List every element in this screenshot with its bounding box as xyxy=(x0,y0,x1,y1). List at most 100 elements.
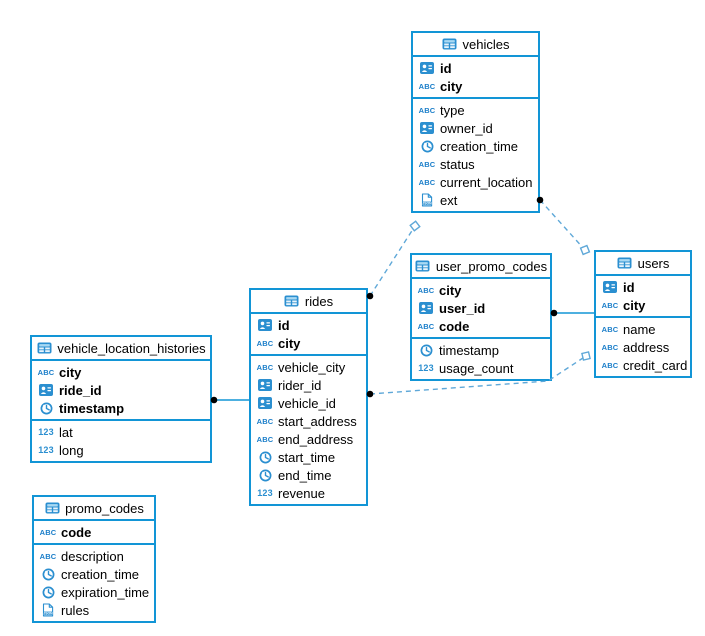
uuid-id-badge-icon xyxy=(257,379,273,391)
column-name: end_address xyxy=(278,431,354,447)
relation-target-diamond xyxy=(581,351,591,361)
column-row-creation_time[interactable]: creation_time xyxy=(34,565,154,583)
table-header-users[interactable]: users xyxy=(596,252,690,276)
table-name: vehicles xyxy=(462,36,510,52)
timestamp-clock-icon xyxy=(418,344,434,357)
column-row-timestamp[interactable]: timestamp xyxy=(32,399,210,417)
string-type-icon: ABC xyxy=(39,527,57,537)
uuid-id-badge-icon xyxy=(257,397,273,409)
timestamp-clock-icon xyxy=(38,402,54,415)
table-icon xyxy=(284,295,300,307)
column-name: city xyxy=(439,282,462,298)
timestamp-clock-icon xyxy=(40,586,56,599)
string-type-icon: ABC xyxy=(418,177,436,187)
column-row-expiration_time[interactable]: expiration_time xyxy=(34,583,154,601)
string-type-icon: ABC xyxy=(601,342,619,352)
column-row-owner_id[interactable]: owner_id xyxy=(413,119,538,137)
column-name: rider_id xyxy=(278,377,322,393)
column-row-creation_time[interactable]: creation_time xyxy=(413,137,538,155)
svg-text:JSON: JSON xyxy=(43,612,53,616)
timestamp-clock-icon xyxy=(419,140,435,153)
number-type-icon: 123 xyxy=(418,363,434,373)
table-header-rides[interactable]: rides xyxy=(251,290,366,314)
column-name: creation_time xyxy=(61,566,140,582)
column-row-code[interactable]: ABC code xyxy=(412,317,550,335)
column-name: long xyxy=(59,442,84,458)
column-name: ext xyxy=(440,192,458,208)
column-row-rider_id[interactable]: rider_id xyxy=(251,376,366,394)
string-type-icon: ABC xyxy=(256,362,274,372)
string-type-icon: ABC xyxy=(256,338,274,348)
column-row-id[interactable]: id xyxy=(413,59,538,77)
column-name: address xyxy=(623,339,670,355)
column-row-end_time[interactable]: end_time xyxy=(251,466,366,484)
table-header-promo_codes[interactable]: promo_codes xyxy=(34,497,154,521)
table-name: user_promo_codes xyxy=(435,258,548,274)
column-row-usage_count[interactable]: 123 usage_count xyxy=(412,359,550,377)
columns-section: timestamp 123 usage_count xyxy=(412,337,550,379)
string-type-icon: ABC xyxy=(417,321,435,331)
uuid-id-badge-icon xyxy=(602,281,618,293)
column-row-address[interactable]: ABC address xyxy=(596,338,690,356)
column-row-timestamp[interactable]: timestamp xyxy=(412,341,550,359)
column-name: id xyxy=(278,317,290,333)
column-name: id xyxy=(623,279,635,295)
column-name: id xyxy=(440,60,452,76)
column-row-city[interactable]: ABC city xyxy=(251,334,366,352)
column-name: revenue xyxy=(278,485,325,501)
table-header-user_promo_codes[interactable]: user_promo_codes xyxy=(412,255,550,279)
uuid-id-badge-icon xyxy=(38,384,54,396)
column-name: code xyxy=(439,318,470,334)
column-name: status xyxy=(440,156,475,172)
column-name: start_address xyxy=(278,413,357,429)
column-row-id[interactable]: id xyxy=(596,278,690,296)
column-row-start_time[interactable]: start_time xyxy=(251,448,366,466)
column-name: city xyxy=(278,335,301,351)
table-header-vehicle_location_histories[interactable]: vehicle_location_histories xyxy=(32,337,210,361)
table-icon xyxy=(442,38,458,50)
column-row-ride_id[interactable]: ride_id xyxy=(32,381,210,399)
column-row-user_id[interactable]: user_id xyxy=(412,299,550,317)
column-name: usage_count xyxy=(439,360,514,376)
column-name: owner_id xyxy=(440,120,493,136)
column-name: creation_time xyxy=(440,138,519,154)
column-row-vehicle_id[interactable]: vehicle_id xyxy=(251,394,366,412)
column-row-id[interactable]: id xyxy=(251,316,366,334)
timestamp-clock-icon xyxy=(257,469,273,482)
table-header-vehicles[interactable]: vehicles xyxy=(413,33,538,57)
relation-vehicles-to-users xyxy=(539,199,586,251)
